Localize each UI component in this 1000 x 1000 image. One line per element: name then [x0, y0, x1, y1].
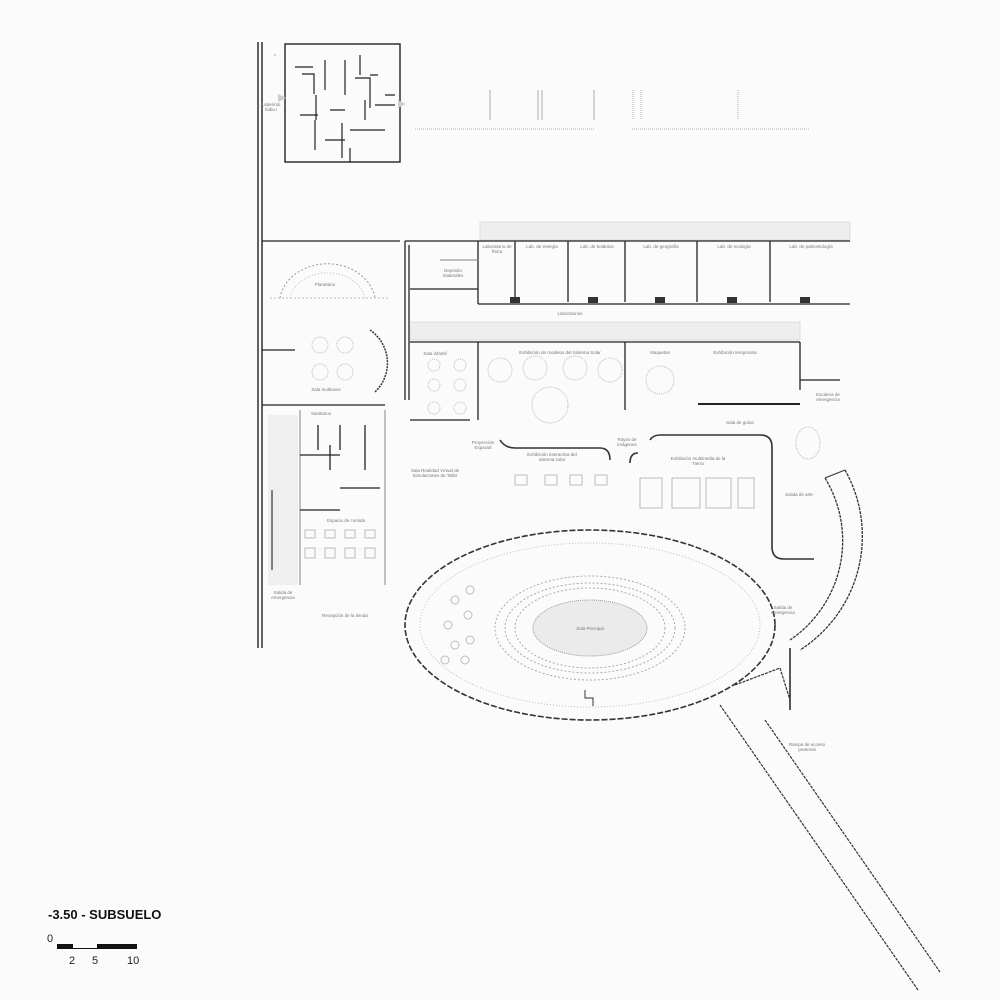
scale-bar: 0 2 5 10 [45, 930, 155, 970]
room-label-maze: Laberinto lúdico [261, 102, 281, 112]
room-label-services: Sanitarios [310, 411, 331, 416]
room-label-mock: Maquetas [650, 350, 670, 355]
room-label-lab2: Lab. de energía [526, 244, 558, 249]
room-label-ramp: Rampa de acceso peatonal [788, 742, 826, 752]
room-label-emergency-top: Escalera de emergencia [816, 392, 840, 402]
scale-tick-0: 0 [47, 933, 54, 945]
scale-segment-1 [57, 944, 73, 949]
room-label-coffee: Espacio de comida [326, 518, 366, 523]
scale-tick-5: 5 [92, 955, 99, 967]
room-label-screens: Exhibición multimedia de la Tierra [670, 456, 726, 466]
room-label-rays: Rayos de imágenes [617, 437, 637, 447]
room-label-corridor: Laboratorios [557, 311, 583, 316]
room-label-storage: Depósito materiales [442, 268, 464, 278]
room-label-snack: Recepción de la tienda [322, 613, 368, 618]
room-label-planetarium: Planetario [314, 282, 336, 287]
room-label-emergency-left: Salida de emergencia [271, 590, 295, 600]
room-label-kids: Sala infantil [423, 351, 447, 356]
room-label-rest: Salida de arte [785, 492, 813, 497]
room-label-guides: Sala de guías [726, 420, 754, 425]
room-label-lab3: Lab. de botánica [580, 244, 614, 249]
room-label-lab4: Lab. de geografía [643, 244, 679, 249]
level-title: -3.50 - SUBSUELO [48, 907, 162, 922]
room-label-lab6: Lab. de paleontología [789, 244, 833, 249]
scale-segment-2 [73, 948, 97, 949]
scale-tick-2: 2 [69, 955, 76, 967]
room-label-projection: Proyección Espacial [471, 440, 495, 450]
scale-tick-10: 10 [127, 955, 140, 967]
room-label-center: Sala Principal [576, 626, 604, 631]
room-label-exhibit-interactive: Exhibición interactiva del sistema solar [527, 452, 577, 462]
room-label-exhibit-right: Exhibición temporaria [713, 350, 757, 355]
room-label-multiuse: Sala multiusos [311, 387, 341, 392]
room-label-emergency-right: Salida de emergencia [771, 605, 795, 615]
room-label-vr: Sala Realidad Virtual de Simulaciones de… [410, 468, 460, 478]
room-label-exhibit-main: Exhibición de modelos del Sistema Solar [519, 350, 601, 355]
room-label-lab5: Lab. de ecología [717, 244, 751, 249]
scale-segment-3 [97, 944, 137, 949]
room-label-lab1: Laboratorio de física [482, 244, 512, 254]
